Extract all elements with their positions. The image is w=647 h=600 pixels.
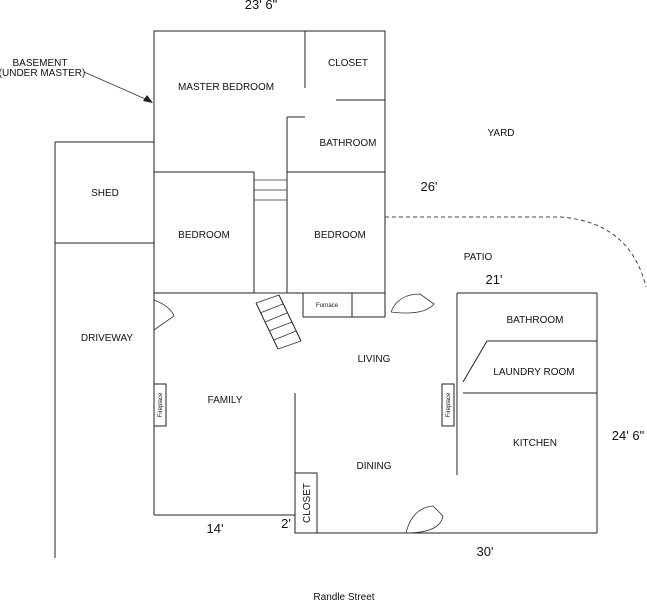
fireplace-right-box <box>441 383 455 427</box>
dimension-upper-right: 26' <box>421 179 438 194</box>
patio-boundary <box>385 216 647 288</box>
area-driveway: DRIVEWAY <box>81 333 134 344</box>
door-swing-front <box>405 505 444 534</box>
callout-arrow-head <box>143 95 153 103</box>
dimension-bottom-right: 30' <box>477 544 494 559</box>
fireplace-left-label: Fireplace <box>158 392 164 417</box>
room-bedroom-right: BEDROOM <box>314 230 366 241</box>
area-patio: PATIO <box>464 252 493 263</box>
room-kitchen: KITCHEN <box>513 438 557 449</box>
room-bathroom-upper: BATHROOM <box>319 138 376 149</box>
shed-driveway-lines <box>54 141 154 558</box>
basement-callout-line1: BASEMENT <box>12 58 67 69</box>
room-closet-upper: CLOSET <box>328 58 368 69</box>
fireplaces: Fireplace Fireplace <box>153 383 455 427</box>
basement-callout: BASEMENT (UNDER MASTER) <box>0 58 153 103</box>
dimension-right: 24' 6" <box>612 428 645 443</box>
dimension-middle: 21' <box>486 272 503 287</box>
area-yard: YARD <box>487 128 514 139</box>
fireplace-right-label: Fireplace <box>446 392 452 417</box>
street-label: Randle Street <box>313 592 374 600</box>
dimension-bottom-left: 14' <box>207 521 224 536</box>
room-bathroom-lower: BATHROOM <box>506 315 563 326</box>
furnace-label: Furnace <box>316 303 339 309</box>
upper-wing-outline <box>153 30 386 294</box>
room-living: LIVING <box>358 354 391 365</box>
room-laundry: LAUNDRY ROOM <box>493 367 574 378</box>
upper-wing-walls <box>153 30 386 294</box>
door-swing-family <box>153 299 175 331</box>
lower-closet-box <box>294 472 318 534</box>
dimension-top: 23' 6" <box>245 0 278 12</box>
room-labels: MASTER BEDROOM CLOSET BATHROOM YARD SHED… <box>81 58 575 523</box>
room-family: FAMILY <box>208 395 243 406</box>
fireplace-left-box <box>153 383 167 427</box>
dimension-bottom-small: 2' <box>281 516 291 531</box>
room-bedroom-left: BEDROOM <box>178 230 230 241</box>
doors <box>153 293 444 534</box>
dimension-labels: 23' 6" 26' 21' 24' 6" 14' 2' 30' <box>207 0 645 559</box>
door-swing-patio <box>390 293 435 314</box>
room-master-bedroom: MASTER BEDROOM <box>178 82 274 93</box>
basement-callout-line2: (UNDER MASTER) <box>0 68 85 79</box>
callout-arrow-line <box>83 71 151 102</box>
room-closet-lower: CLOSET <box>302 483 313 523</box>
room-shed: SHED <box>91 188 119 199</box>
lower-floor-walls <box>153 292 598 534</box>
staircase <box>254 292 302 350</box>
room-dining: DINING <box>357 461 392 472</box>
